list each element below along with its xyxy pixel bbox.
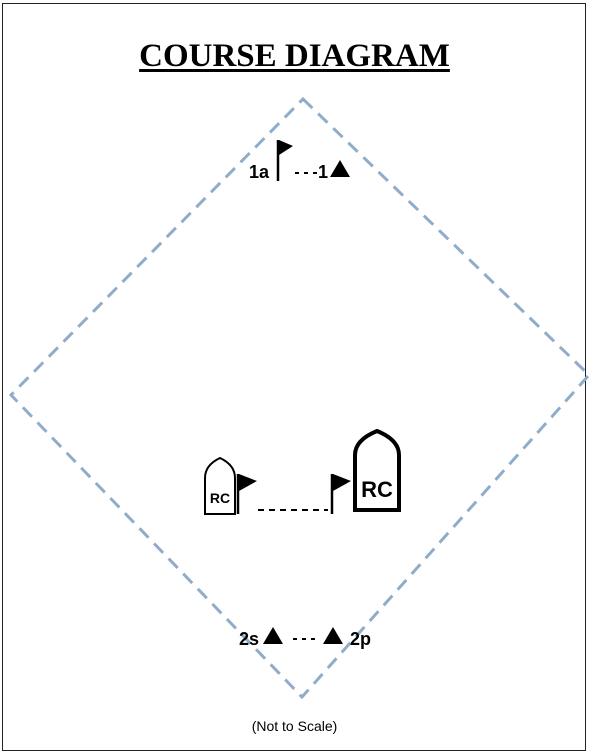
flag-icon [330, 474, 351, 514]
rc-right-label: RC [361, 477, 393, 502]
mark-2p-label: 2p [350, 629, 371, 649]
triangle-buoy-icon [263, 627, 283, 644]
mark-1a-label: 1a [249, 162, 270, 182]
mark-2s-label: 2s [239, 629, 259, 649]
leeward-gate: 2s 2p [239, 627, 371, 649]
rc-boat-right-icon: RC [353, 428, 401, 512]
windward-gate: 1a 1 [249, 140, 350, 182]
rc-boat-left-icon: RC [204, 456, 236, 515]
start-line: RC RC [204, 428, 401, 515]
not-to-scale-note: (Not to Scale) [251, 718, 338, 734]
rc-left-label: RC [210, 490, 230, 506]
triangle-buoy-icon [323, 627, 343, 644]
mark-1-label: 1 [318, 162, 328, 182]
course-outline [8, 96, 589, 700]
flag-icon [236, 474, 257, 514]
flag-icon [276, 140, 293, 181]
triangle-buoy-icon [330, 160, 350, 177]
diagram-title: COURSE DIAGRAM [139, 38, 450, 74]
